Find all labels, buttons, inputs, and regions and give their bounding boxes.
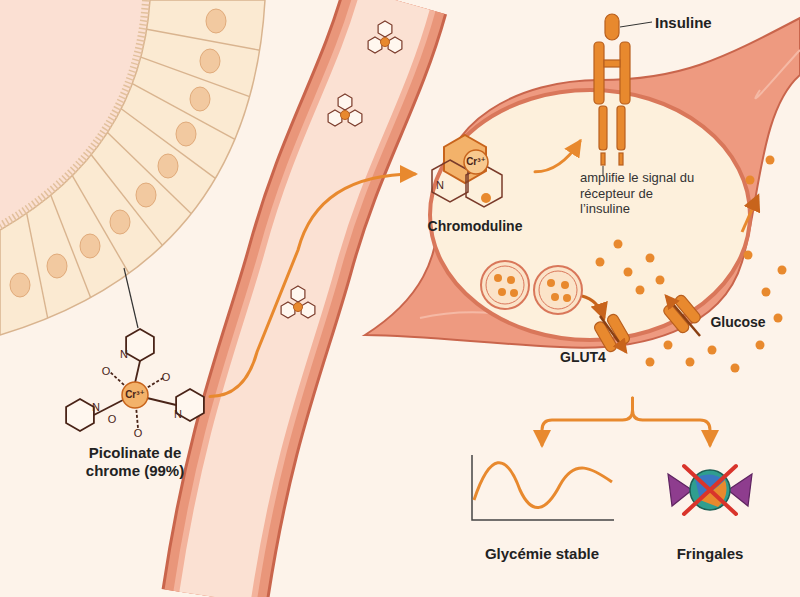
translocation-arrow [582,296,604,318]
chromodulin-shape [432,135,502,207]
node-title: Picolinate de chrome (99%) [70,444,200,480]
insulin-receptor [594,14,630,165]
cell-borders [27,29,260,318]
molecule-in-blood [328,94,362,126]
chromium-ion [122,382,148,408]
atom-label: O [108,414,117,425]
flow-arrow [542,398,633,445]
glucose-flow [600,316,626,352]
picolinate-molecule [66,329,204,431]
protein-node: Chromoduline [415,130,535,240]
leader-line [124,268,138,328]
atom-label: N [120,349,128,360]
outcome-node: Glycémie stable [462,445,622,570]
node-title: Fringales [650,545,770,563]
muscle-cell [365,18,800,348]
atom-label: N [436,180,444,191]
node-title: Chromoduline [415,218,535,235]
cell-interior [430,90,750,340]
flow-arrow [535,141,580,172]
molecule-in-blood [281,286,315,318]
glut4-transporter [593,313,632,354]
receptor-node: Insuline amplifie le signal du récepteur … [580,8,720,230]
node-title: Insuline [655,14,712,32]
candy-icon [668,466,752,514]
atom-label: N [92,402,100,413]
atom-label: O [134,428,143,439]
node-note: amplifie le signal du récepteur de l’ins… [580,170,698,217]
molecule-label: Glucose [710,315,765,329]
transporter-node: GLUT4 [560,345,705,398]
node-title: GLUT4 [560,349,606,366]
microvilli [0,0,146,226]
vesicle [481,261,529,309]
outcome-node: Fringales [650,445,770,570]
molecule-in-blood [368,21,402,53]
flow-arrow [633,398,711,445]
blood-vessel [215,0,395,597]
glycemia-graph [472,455,614,520]
nuclei [10,9,226,297]
glucose-flow [742,196,758,232]
atom-label: O [102,366,111,377]
atom-label: N [174,409,182,420]
vesicle [534,266,582,314]
node-title: Glycémie stable [462,545,622,563]
epithelium [0,0,265,335]
ion-label: Cr³⁺ [466,157,486,167]
molecule-node: Picolinate de chrome (99%) [60,320,210,490]
leader-line [620,22,652,27]
ion-label: Cr³⁺ [125,390,145,400]
flow-arrow [210,174,415,397]
atom-label: O [162,372,171,383]
glucose-flow [666,296,700,336]
